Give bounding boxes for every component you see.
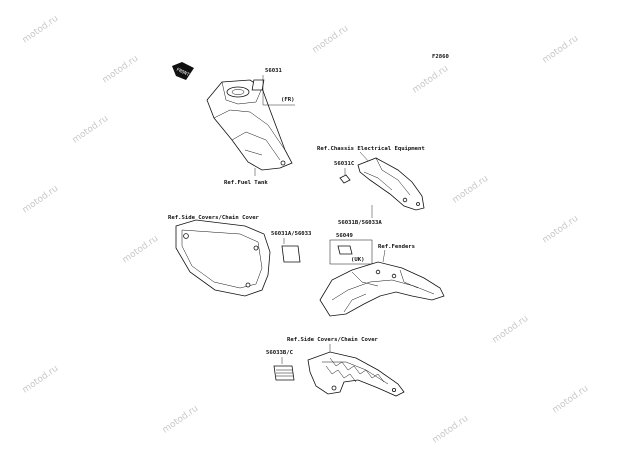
- decal-56033bc: [273, 365, 295, 381]
- part-number-56031: 56031: [265, 68, 282, 74]
- watermark: motod.ru: [121, 234, 161, 266]
- decal-56049: [337, 245, 353, 255]
- part-number-56031b: 56031B/56033A: [338, 220, 382, 226]
- svg-text:FRONT: FRONT: [175, 67, 190, 78]
- watermark: motod.ru: [541, 34, 581, 66]
- label-ref-chassis: Ref.Chassis Electrical Equipment: [317, 146, 425, 152]
- rear-fender: [319, 261, 445, 317]
- watermark: motod.ru: [311, 24, 351, 56]
- label-ref-fuel-tank: Ref.Fuel Tank: [224, 180, 268, 186]
- watermark: motod.ru: [161, 404, 201, 436]
- watermark: motod.ru: [431, 414, 471, 446]
- label-ref-side-covers-2: Ref.Side Covers/Chain Cover: [287, 337, 379, 343]
- watermark: motod.ru: [101, 54, 141, 86]
- chain-cover: [307, 351, 405, 397]
- watermark: motod.ru: [451, 174, 491, 206]
- watermark: motod.ru: [21, 364, 61, 396]
- region-uk: (UK): [351, 257, 364, 263]
- label-ref-fenders: Ref.Fenders: [378, 244, 415, 250]
- watermark: motod.ru: [71, 114, 111, 146]
- label-ref-side-covers-1: Ref.Side Covers/Chain Cover: [168, 215, 260, 221]
- decal-56031c: [339, 174, 351, 184]
- side-cover-left: [175, 219, 271, 297]
- watermark: motod.ru: [541, 214, 581, 246]
- part-number-56033bc: 56033B/C: [266, 350, 293, 356]
- front-arrow-icon: FRONT: [172, 62, 194, 80]
- fuel-tank: [206, 79, 293, 171]
- watermark: motod.ru: [551, 384, 591, 416]
- watermark: motod.ru: [491, 314, 531, 346]
- decal-56031a: [281, 245, 301, 263]
- chassis-bracket: [357, 157, 425, 211]
- part-number-56031a: 56031A/56033: [271, 231, 311, 237]
- uk-decal-box: [329, 239, 373, 265]
- watermark-layer: motod.ru motod.ru motod.ru motod.ru moto…: [21, 14, 591, 446]
- figure-code: F2860: [432, 54, 449, 60]
- region-fr: (FR): [281, 97, 294, 103]
- decal-56031: [251, 79, 265, 91]
- watermark: motod.ru: [411, 64, 451, 96]
- watermark: motod.ru: [21, 184, 61, 216]
- watermark: motod.ru: [21, 14, 61, 46]
- part-number-56031c: 56031C: [334, 161, 354, 167]
- part-number-56049: 56049: [336, 233, 353, 239]
